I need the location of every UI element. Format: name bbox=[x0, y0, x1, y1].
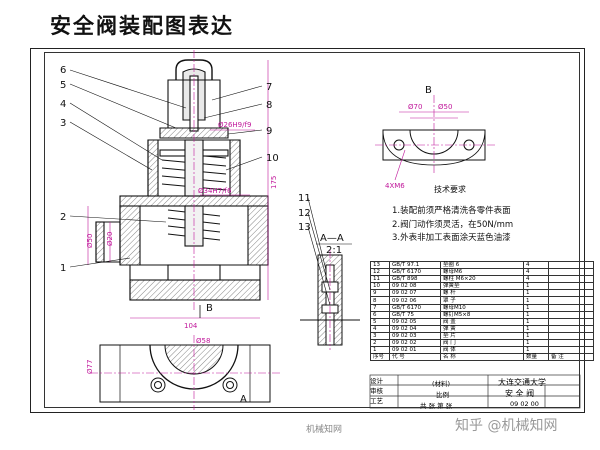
part-label-12: 12 bbox=[298, 208, 311, 219]
main-view bbox=[95, 50, 269, 310]
top-view-diameter: Ø50 bbox=[438, 103, 452, 111]
section-title: A—A bbox=[320, 233, 344, 244]
tb-drawn: 设计 bbox=[370, 377, 383, 385]
view-b-label: B bbox=[425, 85, 432, 96]
part-label-11: 11 bbox=[298, 193, 311, 204]
part-label-9: 9 bbox=[266, 126, 272, 137]
tb-code: 09 02 00 bbox=[510, 400, 539, 408]
side-diameter-dim: Ø50 bbox=[86, 234, 94, 248]
part-label-8: 8 bbox=[266, 100, 272, 111]
tb-check: 审核 bbox=[370, 387, 383, 395]
bottom-diameter-dim: Ø77 bbox=[86, 360, 94, 374]
tech-heading: 技术要求 bbox=[434, 185, 466, 194]
tech-item-1: 1.装配前须严格清洗各零件表面 bbox=[392, 206, 511, 216]
drawing-frame bbox=[44, 52, 580, 408]
overall-height-dim: 175 bbox=[270, 176, 278, 189]
leader-lines bbox=[69, 69, 263, 268]
drawing-sheet-border bbox=[30, 48, 585, 413]
part-label-10: 10 bbox=[266, 153, 279, 164]
view-b bbox=[375, 95, 495, 175]
bom-header-row: 序号代 号名 称数量备 注 bbox=[370, 353, 594, 362]
section-leaders bbox=[307, 197, 331, 306]
title-block: 设计 审核 工艺 (材料) 比例 共 张 第 张 大连交通大学 安 全 阀 09… bbox=[370, 375, 580, 410]
arrow-a-label: A bbox=[240, 394, 247, 405]
tb-school: 大连交通大学 bbox=[498, 378, 546, 387]
top-view bbox=[90, 335, 280, 410]
tb-approve: 工艺 bbox=[370, 397, 383, 405]
tb-sheet: 共 张 第 张 bbox=[420, 402, 453, 410]
tb-ratio: 比例 bbox=[436, 391, 449, 399]
watermark-right: 知乎 @机械知网 bbox=[455, 418, 558, 434]
part-label-7: 7 bbox=[266, 82, 272, 93]
left-diameter-dim: Ø20 bbox=[106, 232, 114, 246]
part-label-6: 6 bbox=[60, 65, 66, 76]
bom-header-cell: 备 注 bbox=[548, 353, 594, 362]
arrow-b-label: B bbox=[206, 303, 213, 314]
watermark-center: 机械知网 bbox=[306, 425, 343, 435]
part-label-13: 13 bbox=[298, 222, 311, 233]
plan-diameter-dim: Ø58 bbox=[196, 337, 210, 345]
view-b-dims bbox=[394, 111, 469, 181]
technical-requirements: 技术要求 1.装配前须严格清洗各零件表面 2.阀门动作须灵活，在50N/mm 3… bbox=[392, 185, 514, 246]
part-label-5: 5 bbox=[60, 80, 66, 91]
part-label-1: 1 bbox=[60, 263, 66, 274]
part-label-3: 3 bbox=[60, 118, 66, 129]
holes-dim: 4XM6 bbox=[385, 182, 405, 190]
part-label-4: 4 bbox=[60, 99, 66, 110]
part-label-2: 2 bbox=[60, 212, 66, 223]
fit-top-dim: Ø26H9/f9 bbox=[218, 121, 251, 129]
fit-mid-dim: Ø34H7/f6 bbox=[198, 187, 232, 195]
tech-item-2: 2.阀门动作须灵活，在50N/mm bbox=[392, 219, 514, 230]
section-scale: 2:1 bbox=[326, 245, 342, 256]
page-title: 安全阀装配图表达 bbox=[50, 14, 234, 38]
tb-material: (材料) bbox=[432, 380, 451, 388]
tech-item-3: 3.外表非加工表面涂天蓝色油漆 bbox=[392, 233, 511, 243]
base-width-dim: 104 bbox=[184, 322, 198, 330]
top-view-diameter-2: Ø70 bbox=[408, 103, 422, 111]
tb-name: 安 全 阀 bbox=[505, 389, 535, 398]
main-dimensions bbox=[87, 60, 269, 319]
